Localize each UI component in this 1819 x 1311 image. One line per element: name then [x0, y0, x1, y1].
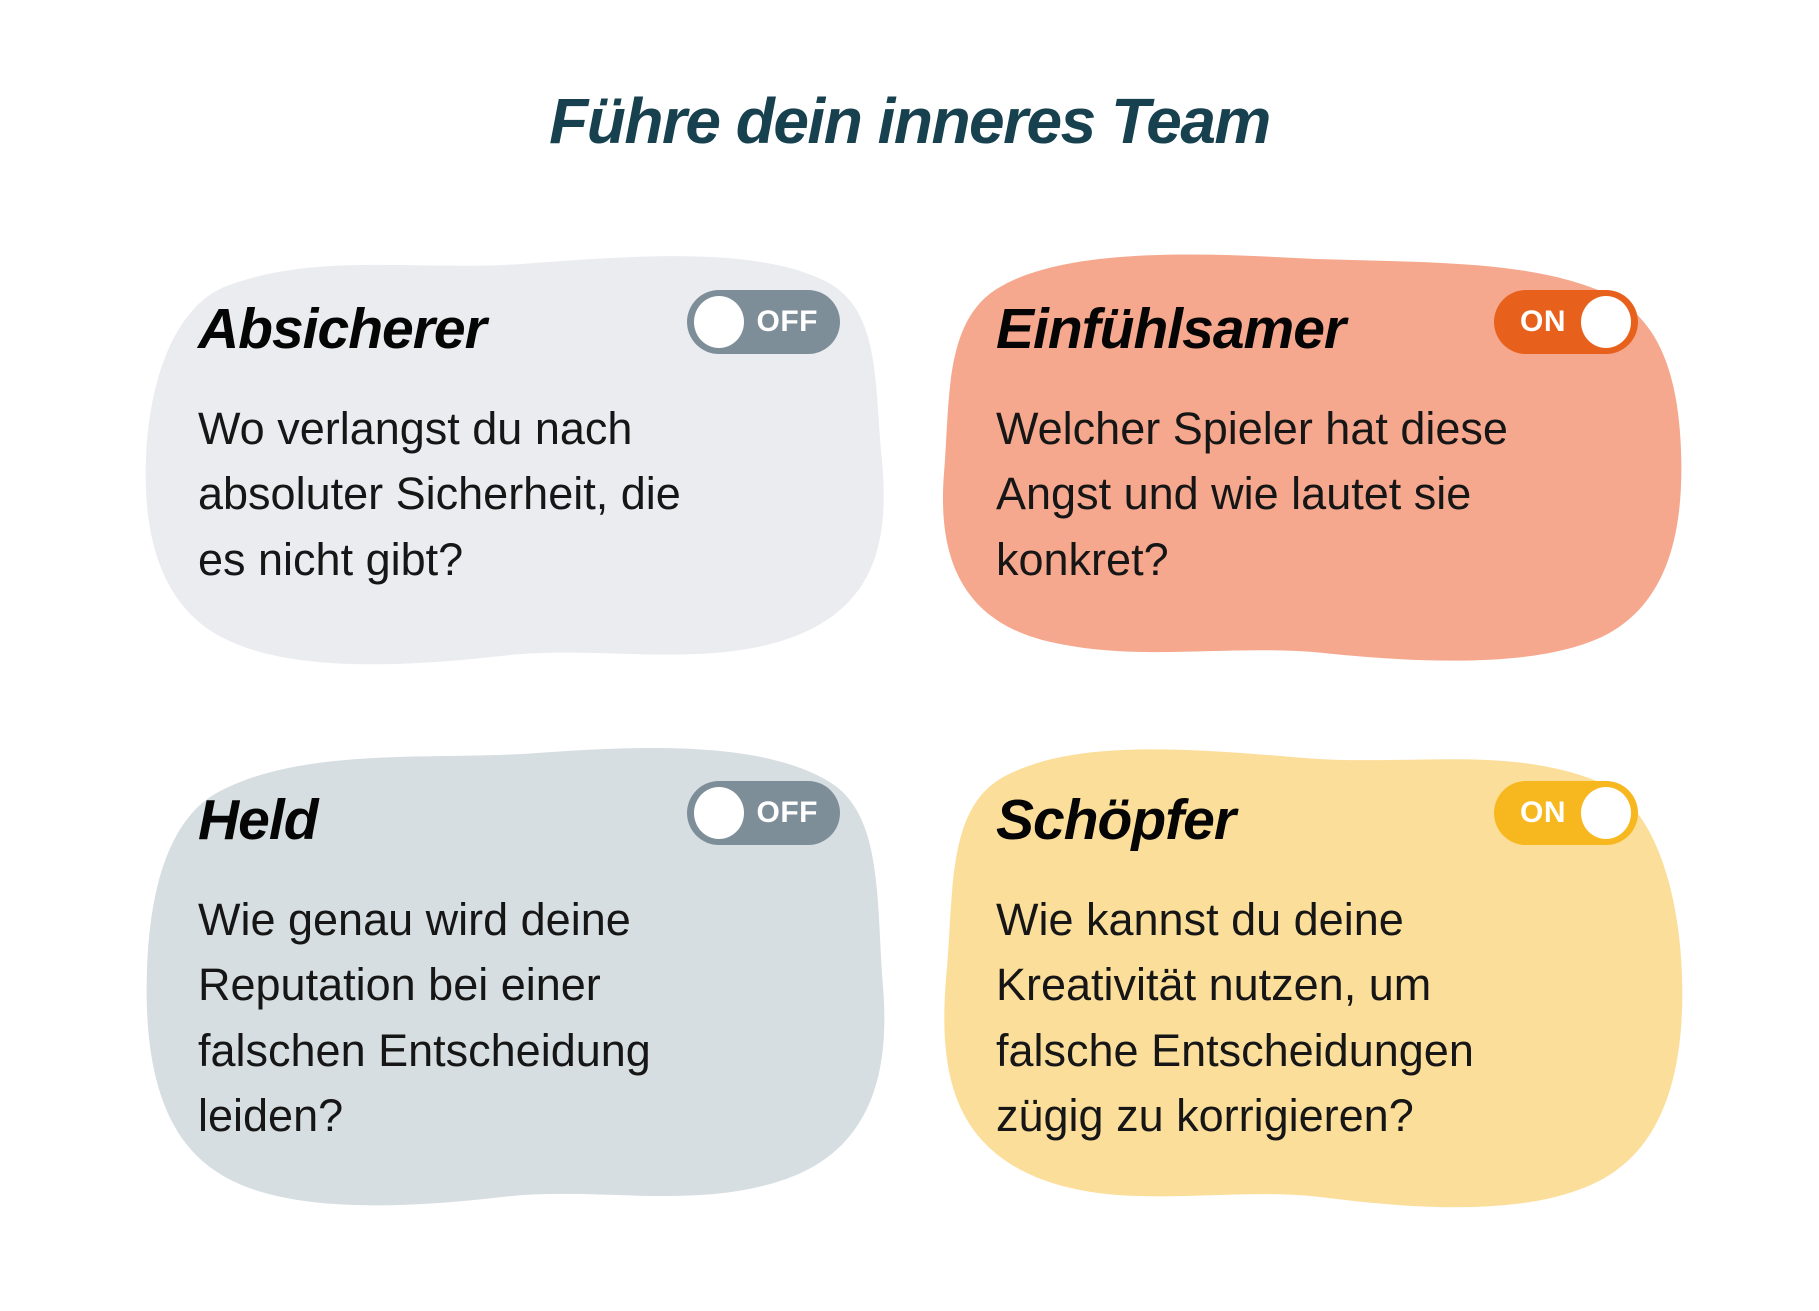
card-question-held: Wie genau wird deine Reputation bei eine…	[198, 894, 651, 1141]
card-title-absicherer: Absicherer	[198, 297, 487, 361]
toggle-label: OFF	[756, 305, 818, 338]
cards-grid: Absicherer OFF Wo verlangst du nach abso…	[130, 238, 1698, 1217]
card-title-held: Held	[198, 788, 319, 852]
page-title: Führe dein inneres Team	[549, 85, 1271, 157]
card-header: Absicherer OFF	[198, 288, 840, 362]
card-held: Held OFF Wie genau wird deine Reputation…	[130, 729, 900, 1217]
card-content: Einfühlsamer ON Welcher Spieler hat dies…	[928, 238, 1698, 592]
card-question-schoepfer: Wie kannst du deine Kreativität nutzen, …	[996, 894, 1474, 1141]
card-blob-background	[944, 749, 1683, 1208]
card-blob-background	[146, 747, 885, 1206]
toggle-knob	[693, 787, 744, 839]
card-blob-background	[145, 256, 884, 665]
card-content: Held OFF Wie genau wird deine Reputation…	[130, 729, 900, 1148]
card-content: Absicherer OFF Wo verlangst du nach abso…	[130, 238, 900, 592]
toggle-held[interactable]: OFF	[686, 781, 840, 845]
card-content: Schöpfer ON Wie kannst du deine Kreativi…	[928, 729, 1698, 1148]
toggle-label: ON	[1520, 796, 1566, 829]
card-header: Einfühlsamer ON	[996, 288, 1638, 362]
toggle-schoepfer[interactable]: ON	[1494, 781, 1638, 845]
card-absicherer: Absicherer OFF Wo verlangst du nach abso…	[130, 238, 900, 673]
toggle-knob	[693, 296, 744, 348]
card-title-schoepfer: Schöpfer	[996, 788, 1236, 852]
toggle-knob	[1581, 296, 1631, 348]
card-header: Schöpfer ON	[996, 779, 1638, 853]
toggle-einfuehlsamer[interactable]: ON	[1494, 290, 1638, 354]
card-einfuehlsamer: Einfühlsamer ON Welcher Spieler hat dies…	[928, 238, 1698, 673]
card-schoepfer: Schöpfer ON Wie kannst du deine Kreativi…	[928, 729, 1698, 1217]
card-question-einfuehlsamer: Welcher Spieler hat diese Angst und wie …	[996, 403, 1508, 585]
card-title-einfuehlsamer: Einfühlsamer	[996, 297, 1346, 361]
toggle-knob	[1581, 787, 1631, 839]
toggle-absicherer[interactable]: OFF	[686, 290, 840, 354]
toggle-label: OFF	[756, 796, 818, 829]
card-header: Held OFF	[198, 779, 840, 853]
toggle-label: ON	[1520, 305, 1566, 338]
card-blob-background	[942, 254, 1682, 661]
card-question-absicherer: Wo verlangst du nach absoluter Sicherhei…	[198, 403, 681, 585]
